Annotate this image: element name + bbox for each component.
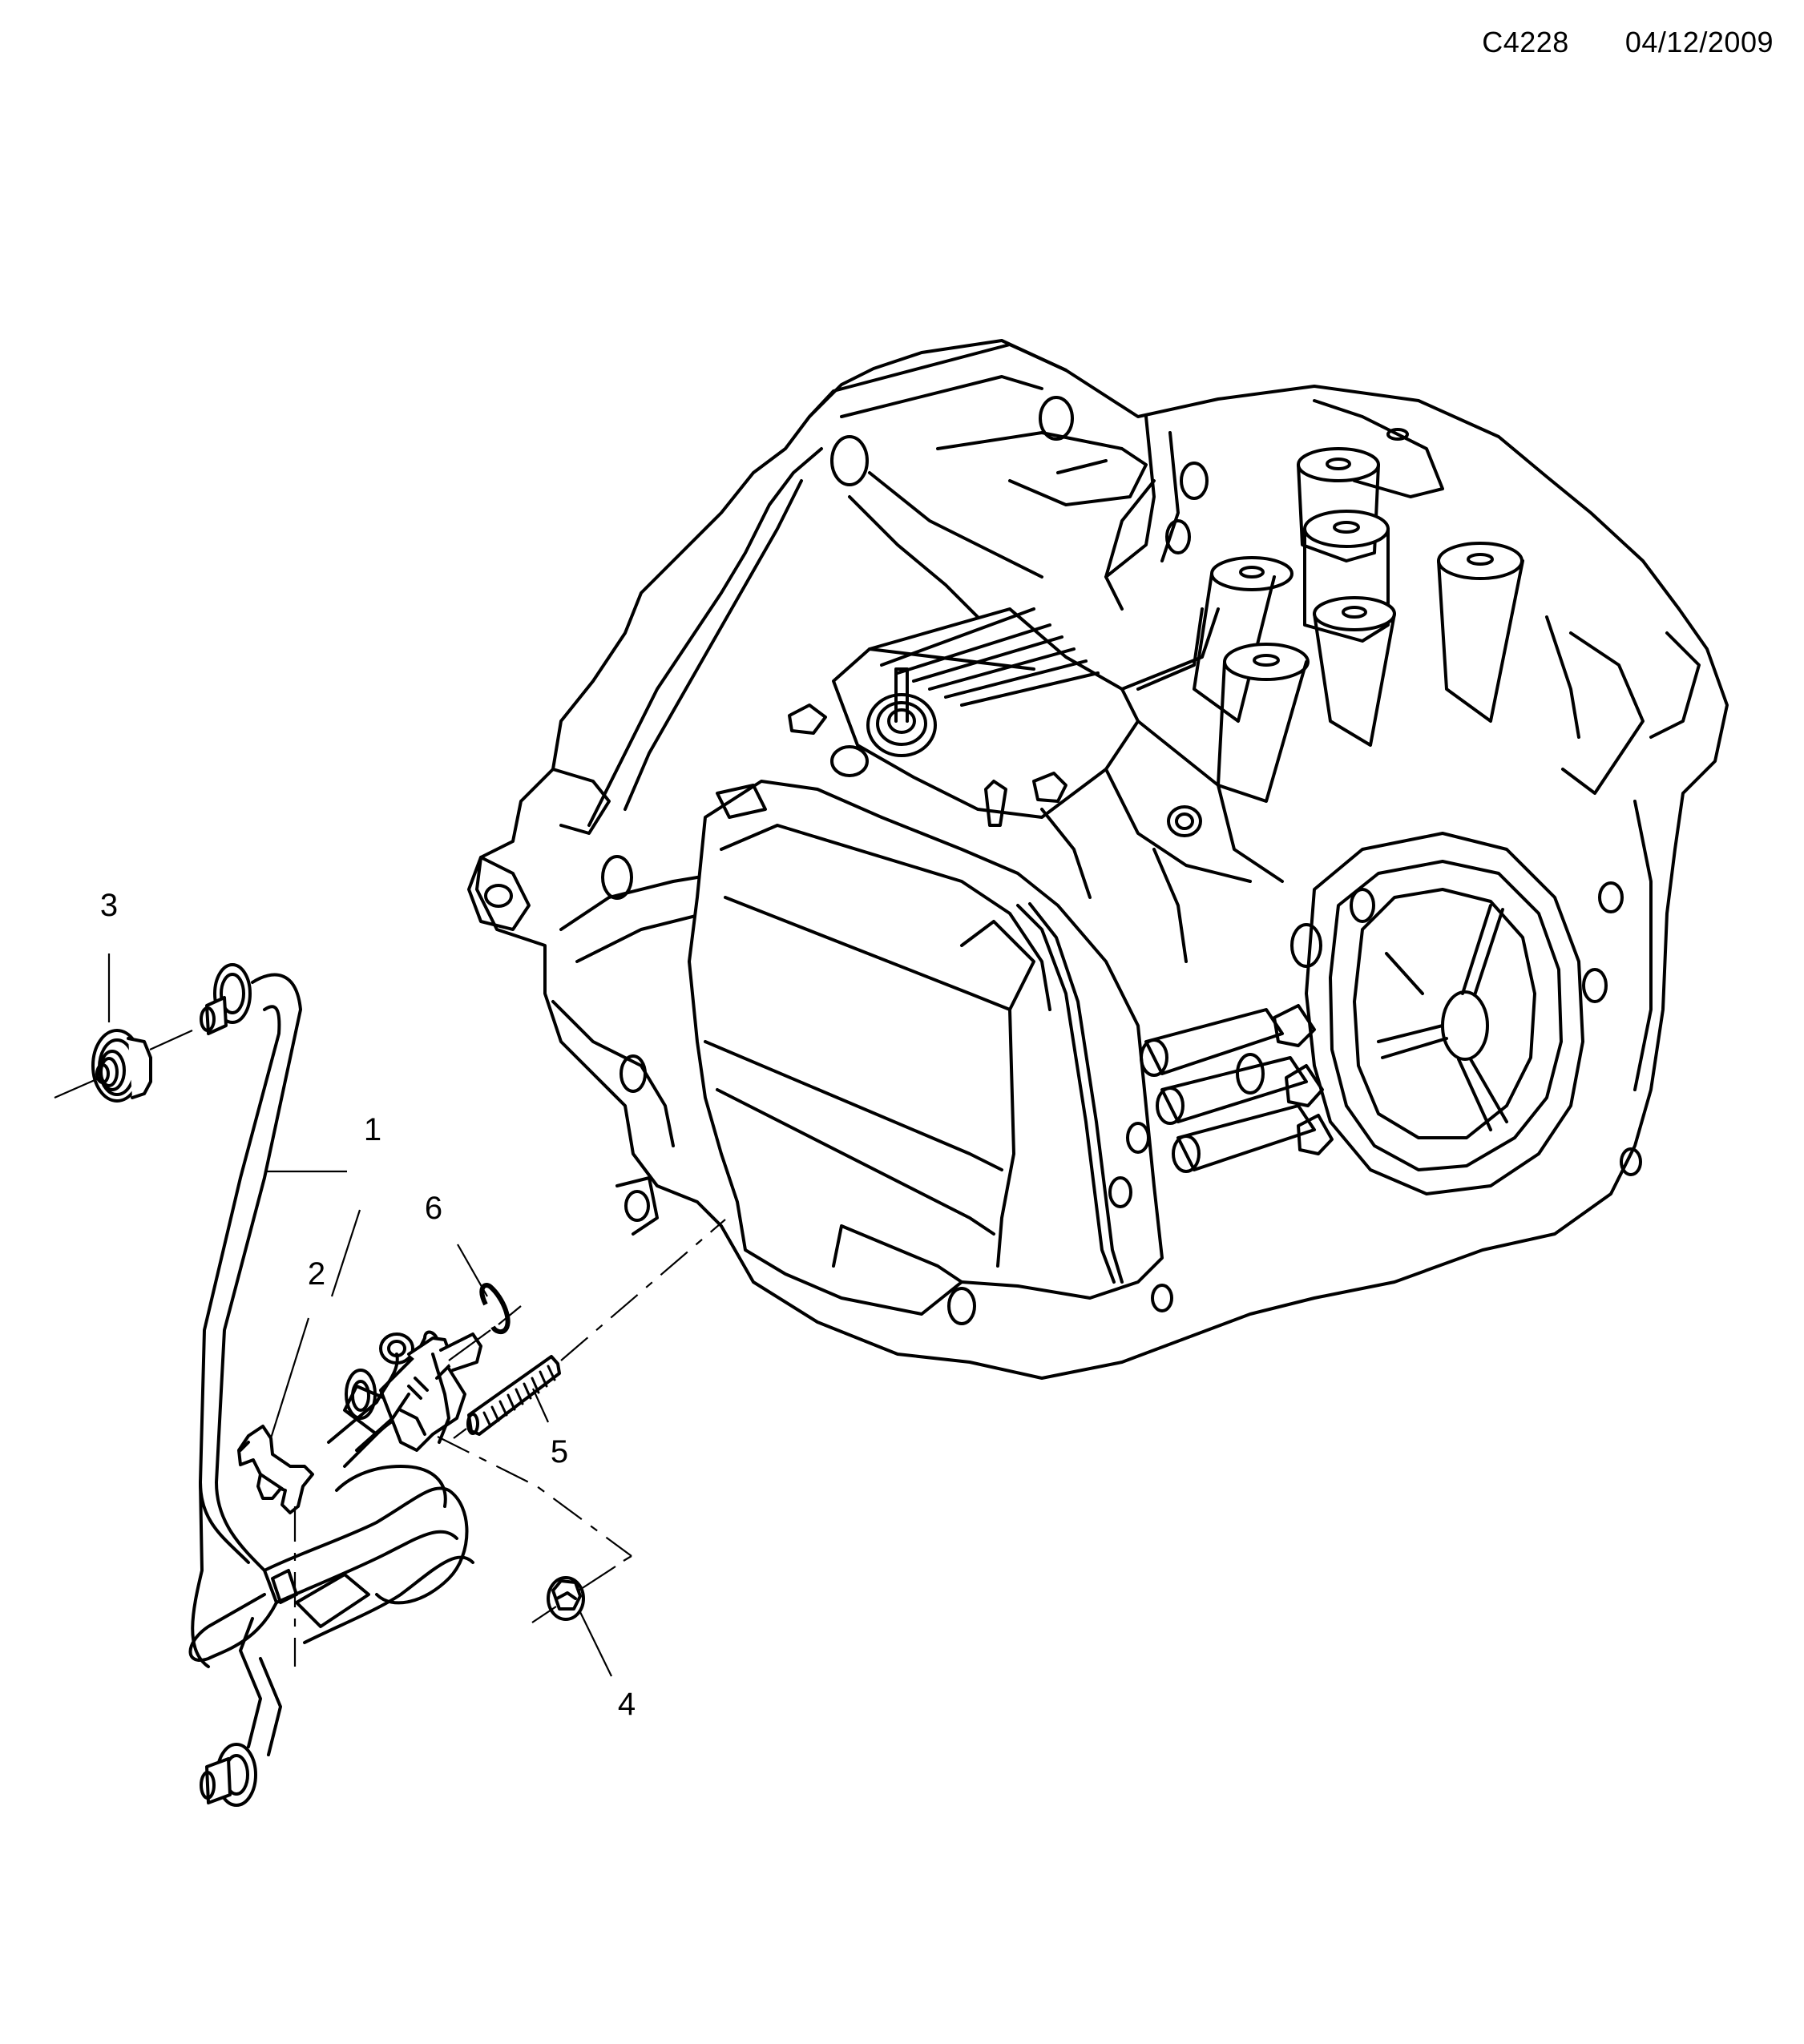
union-nut <box>91 1029 152 1103</box>
stud <box>466 1355 561 1436</box>
housing-bosses <box>1193 399 1524 803</box>
leader-lines <box>54 953 726 1677</box>
oil-cooler-pipe <box>188 963 302 1807</box>
flange-nut <box>547 1576 585 1621</box>
callout-4: 4 <box>617 1687 636 1722</box>
drawing-code: C4228 <box>1482 26 1569 58</box>
callout-3: 3 <box>99 888 119 923</box>
cooler-hose <box>263 1369 474 1644</box>
drawing-date: 04/12/2009 <box>1624 26 1774 58</box>
callout-2: 2 <box>307 1256 326 1292</box>
pipe-clip <box>237 1425 314 1514</box>
callout-1: 1 <box>363 1112 382 1147</box>
drawing-header: C4228 04/12/2009 <box>1482 26 1774 59</box>
callout-6: 6 <box>424 1191 443 1226</box>
callout-5: 5 <box>550 1434 569 1470</box>
transmission-housing <box>467 339 1729 1380</box>
